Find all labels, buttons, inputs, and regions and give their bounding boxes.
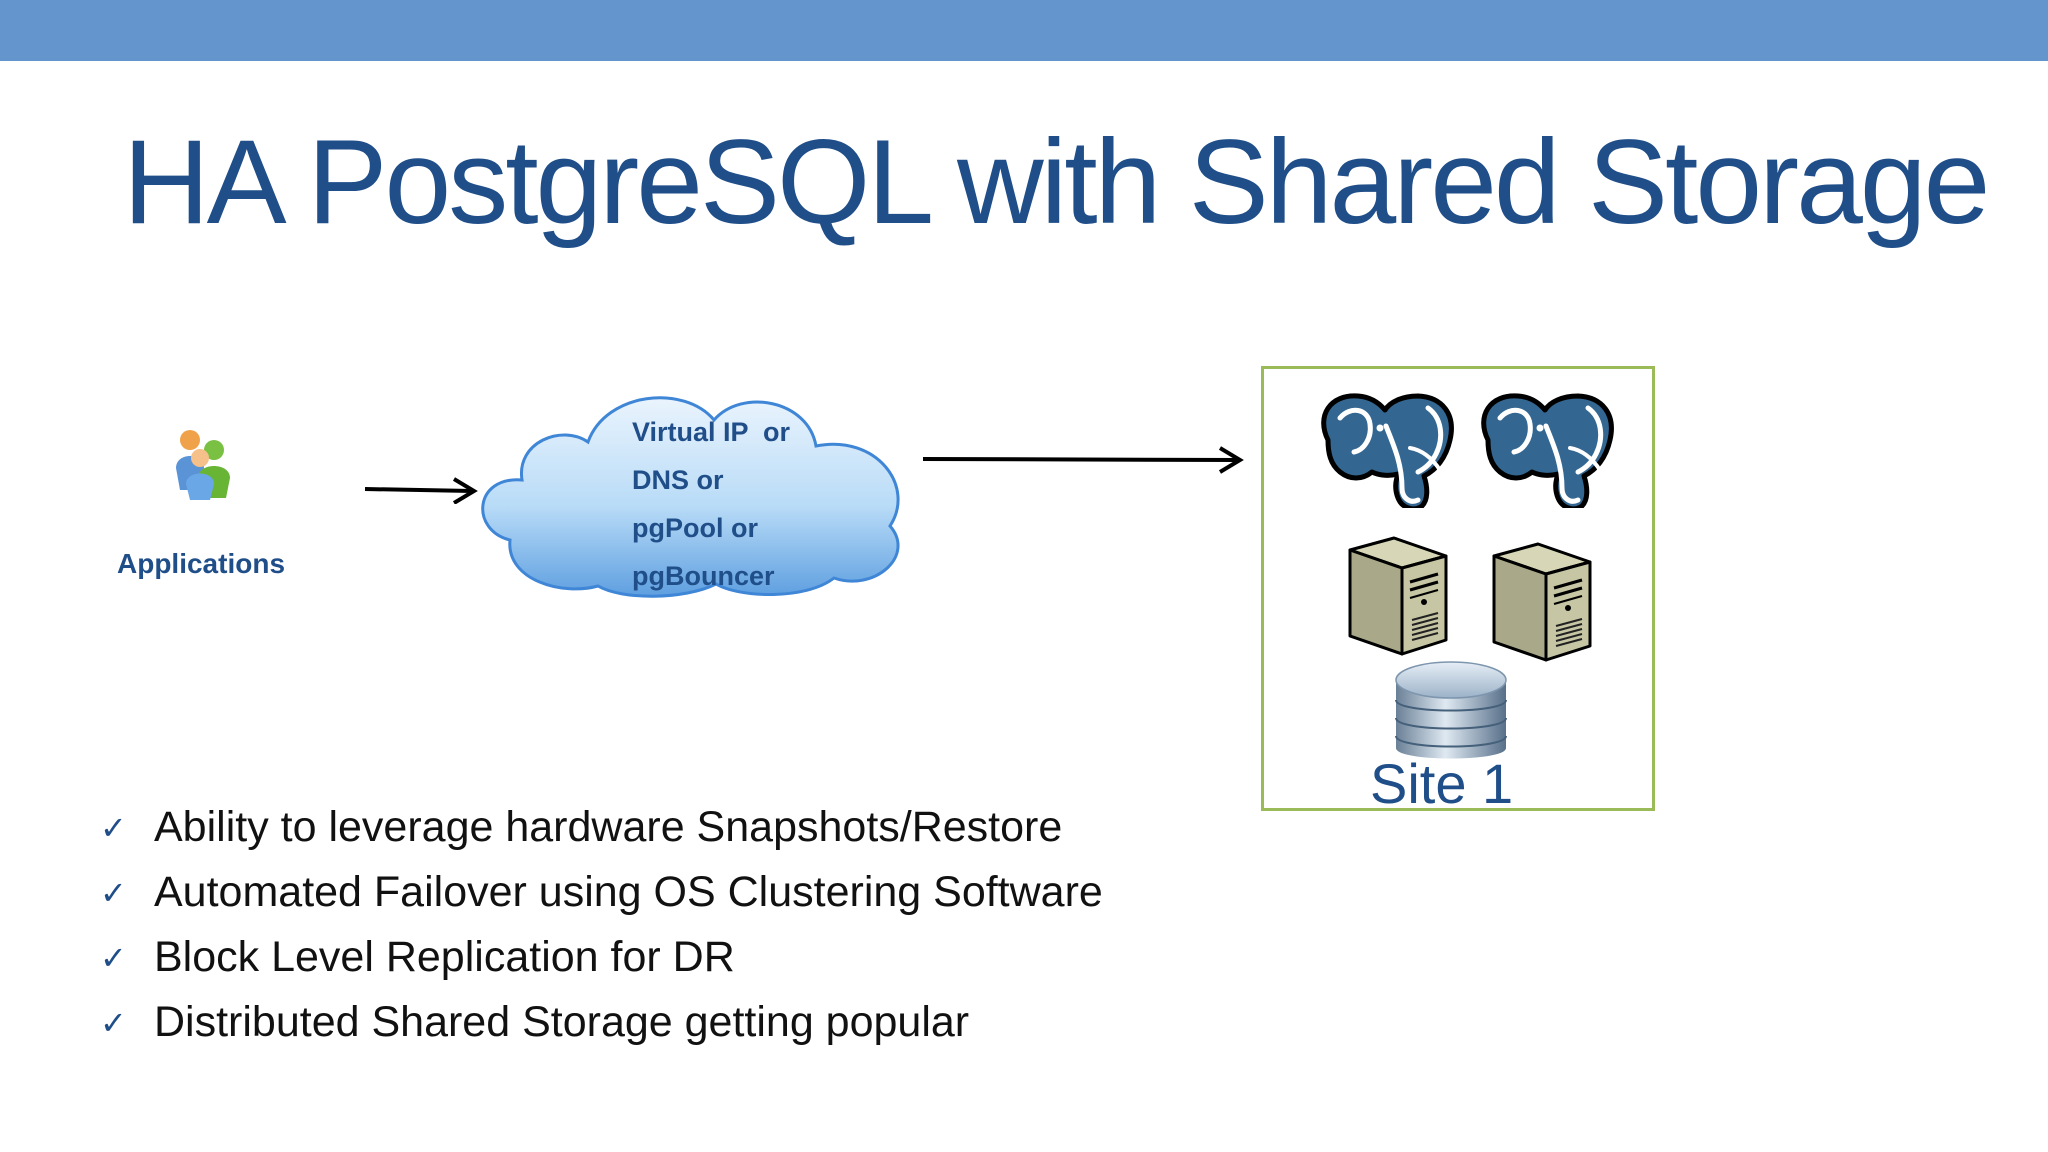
users-icon [172, 428, 234, 500]
cloud-line-dns: DNS or [632, 460, 790, 508]
list-item: ✓ Ability to leverage hardware Snapshots… [100, 795, 1103, 860]
postgresql-elephant-icon [1310, 388, 1460, 508]
cloud-line-pgpool: pgPool or [632, 508, 790, 556]
site-label: Site 1 [1370, 752, 1513, 816]
cloud-line-virtual-ip: Virtual IP or [632, 412, 790, 460]
bullet-text: Distributed Shared Storage getting popul… [154, 998, 969, 1047]
checkmark-icon: ✓ [100, 809, 154, 847]
checkmark-icon: ✓ [100, 939, 154, 977]
cloud-line-pgbouncer: pgBouncer [632, 556, 790, 604]
cloud-text: Virtual IP or DNS or pgPool or pgBouncer [632, 412, 790, 604]
top-accent-bar [0, 0, 2048, 61]
slide-title: HA PostgreSQL with Shared Storage [123, 112, 1987, 252]
bullet-text: Ability to leverage hardware Snapshots/R… [154, 803, 1062, 852]
server-icon [1342, 536, 1452, 658]
postgresql-elephant-icon [1470, 388, 1620, 508]
list-item: ✓ Block Level Replication for DR [100, 925, 1103, 990]
arrow-to-cloud [362, 474, 482, 504]
applications-label: Applications [117, 548, 285, 580]
list-item: ✓ Automated Failover using OS Clustering… [100, 860, 1103, 925]
list-item: ✓ Distributed Shared Storage getting pop… [100, 990, 1103, 1055]
bullet-text: Block Level Replication for DR [154, 933, 735, 982]
checkmark-icon: ✓ [100, 1004, 154, 1042]
server-icon [1486, 542, 1596, 664]
checkmark-icon: ✓ [100, 874, 154, 912]
bullet-list: ✓ Ability to leverage hardware Snapshots… [100, 795, 1103, 1055]
arrow-to-site [920, 444, 1246, 474]
bullet-text: Automated Failover using OS Clustering S… [154, 868, 1103, 917]
